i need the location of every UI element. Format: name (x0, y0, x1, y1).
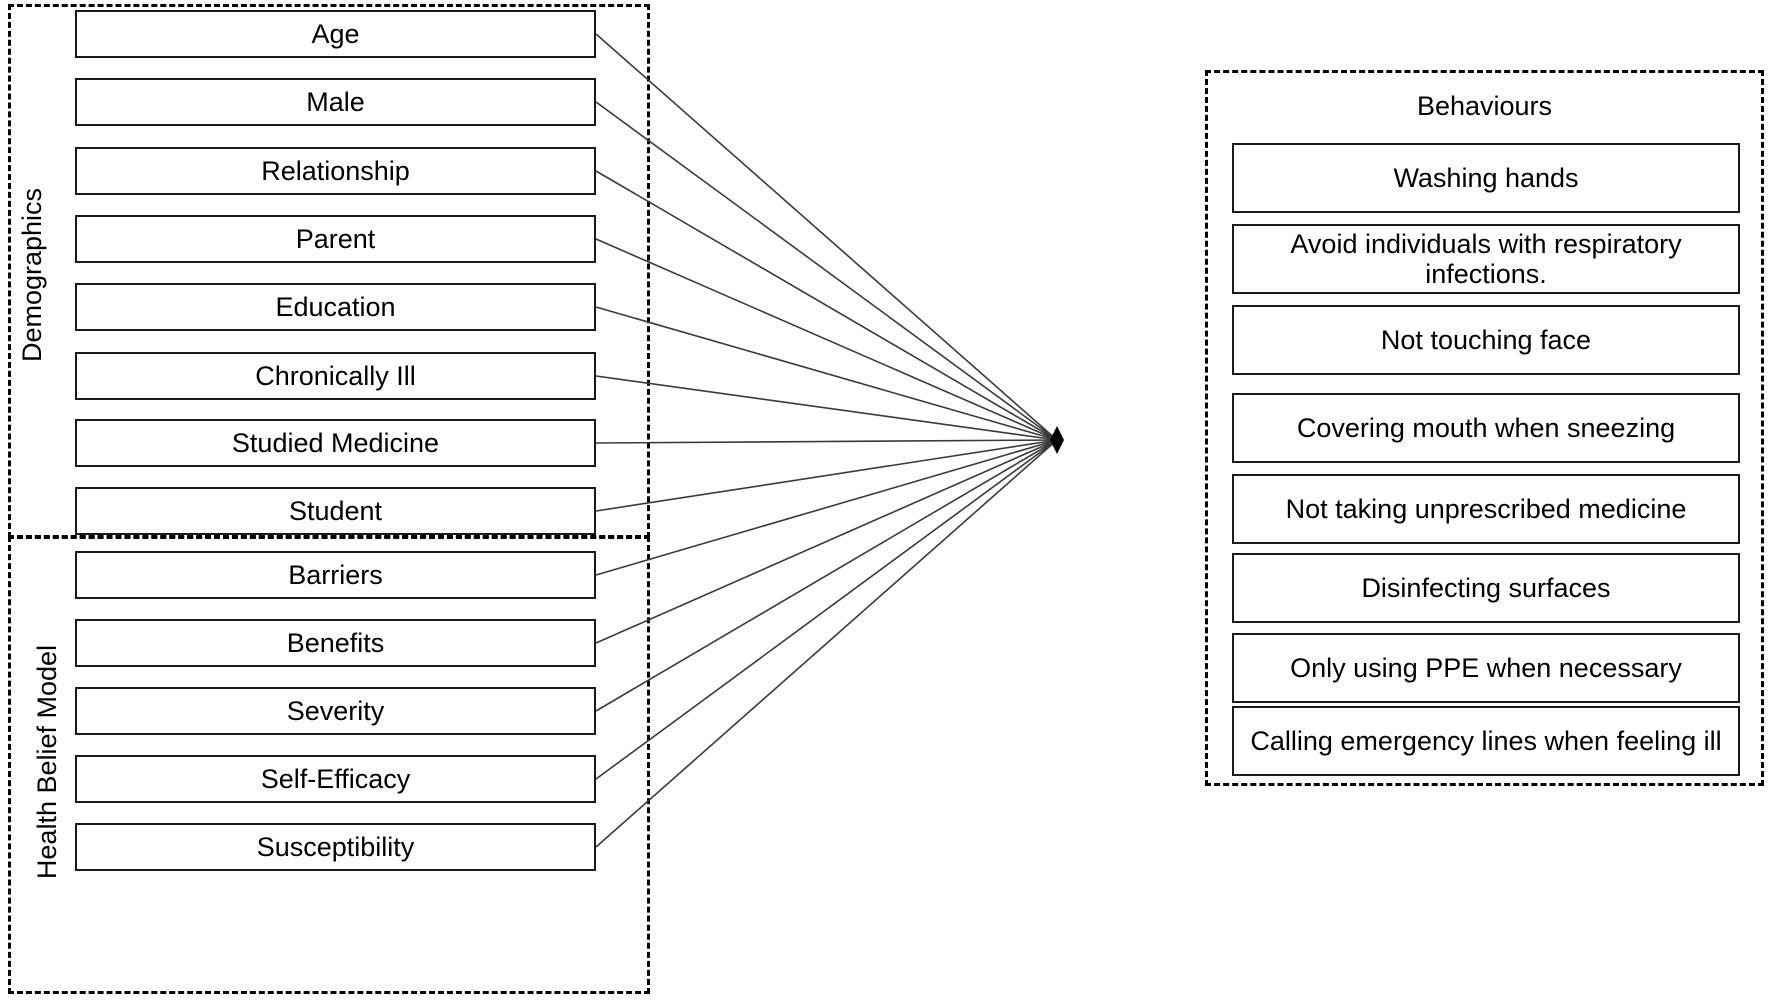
connector-chronically-ill (595, 375, 1058, 441)
node-studied-medicine[interactable]: Studied Medicine (75, 419, 596, 467)
connector-age (595, 33, 1058, 441)
behaviour-calling-emergency-lines-when-feeling-ill[interactable]: Calling emergency lines when feeling ill (1232, 706, 1740, 776)
node-barriers[interactable]: Barriers (75, 551, 596, 599)
node-label: Barriers (288, 559, 383, 590)
group-label-behaviours: Behaviours (1416, 91, 1553, 121)
behaviour-not-taking-unprescribed-medicine[interactable]: Not taking unprescribed medicine (1232, 474, 1740, 544)
connector-student (595, 439, 1058, 512)
connector-barriers (595, 439, 1058, 576)
node-male[interactable]: Male (75, 78, 596, 126)
behaviour-covering-mouth-when-sneezing[interactable]: Covering mouth when sneezing (1232, 393, 1740, 463)
connector-studied-medicine (595, 439, 1058, 444)
node-self-efficacy[interactable]: Self-Efficacy (75, 755, 596, 803)
node-chronically-ill[interactable]: Chronically Ill (75, 352, 596, 400)
node-label: Relationship (261, 155, 410, 186)
node-relationship[interactable]: Relationship (75, 147, 596, 195)
node-label: Only using PPE when necessary (1290, 652, 1682, 683)
node-label: Covering mouth when sneezing (1296, 412, 1676, 443)
node-label: Calling emergency lines when feeling ill (1250, 725, 1722, 756)
node-label: Education (275, 291, 396, 322)
node-susceptibility[interactable]: Susceptibility (75, 823, 596, 871)
node-label: Severity (286, 695, 385, 726)
node-label: Susceptibility (256, 831, 415, 862)
behaviour-not-touching-face[interactable]: Not touching face (1232, 305, 1740, 375)
node-label: Benefits (286, 627, 385, 658)
connector-male (595, 101, 1058, 441)
node-label: Parent (295, 223, 376, 254)
node-benefits[interactable]: Benefits (75, 619, 596, 667)
behaviour-avoid-individuals-with-respiratory-infections[interactable]: Avoid individuals with respiratory infec… (1232, 224, 1740, 294)
behaviour-disinfecting-surfaces[interactable]: Disinfecting surfaces (1232, 553, 1740, 623)
node-label: Chronically Ill (255, 360, 416, 391)
node-label: Male (306, 86, 365, 117)
connector-self-efficacy (595, 439, 1058, 780)
group-label-health-belief-model: Health Belief Model (32, 644, 62, 880)
node-student[interactable]: Student (75, 487, 596, 535)
node-severity[interactable]: Severity (75, 687, 596, 735)
connector-relationship (595, 170, 1058, 441)
node-label: Not touching face (1380, 324, 1592, 355)
connector-parent (595, 238, 1058, 441)
node-label: Disinfecting surfaces (1361, 572, 1611, 603)
connector-benefits (595, 439, 1058, 644)
node-label: Studied Medicine (231, 427, 440, 458)
node-education[interactable]: Education (75, 283, 596, 331)
node-label: Avoid individuals with respiratory infec… (1290, 228, 1682, 289)
node-label: Washing hands (1393, 162, 1579, 193)
node-label: Student (288, 495, 383, 526)
node-age[interactable]: Age (75, 10, 596, 58)
connector-education (595, 306, 1058, 441)
node-label: Self-Efficacy (260, 763, 411, 794)
group-behaviours (1205, 70, 1764, 786)
node-label: Age (311, 18, 360, 49)
convergence-node-marker (1050, 426, 1064, 454)
behaviour-only-using-ppe-when-necessary[interactable]: Only using PPE when necessary (1232, 633, 1740, 703)
group-label-demographics: Demographics (17, 187, 47, 363)
node-parent[interactable]: Parent (75, 215, 596, 263)
connector-susceptibility (595, 439, 1058, 848)
node-label: Not taking unprescribed medicine (1285, 493, 1687, 524)
behaviour-washing-hands[interactable]: Washing hands (1232, 143, 1740, 213)
connector-severity (595, 439, 1058, 712)
